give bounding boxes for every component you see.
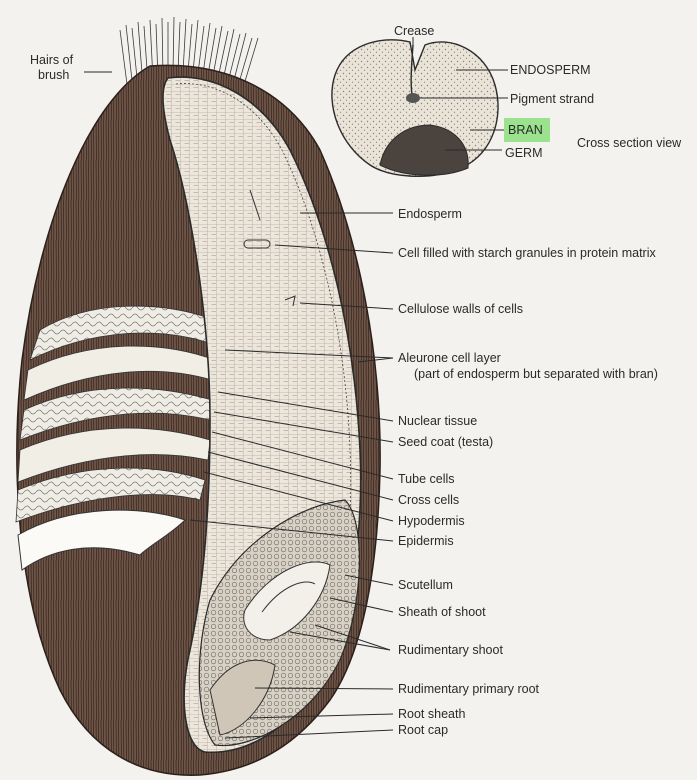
label-cross-cells: Cross cells — [398, 493, 459, 507]
label-hairs-of-brush-1: Hairs of — [30, 53, 73, 67]
label-pigment-strand: Pigment strand — [510, 92, 594, 106]
label-endosperm: Endosperm — [398, 207, 462, 221]
label-crease: Crease — [394, 24, 434, 38]
label-rudimentary-shoot: Rudimentary shoot — [398, 643, 503, 657]
label-bran: BRAN — [508, 123, 543, 137]
label-cellulose-walls: Cellulose walls of cells — [398, 302, 523, 316]
label-epidermis: Epidermis — [398, 534, 454, 548]
label-root-cap: Root cap — [398, 723, 448, 737]
label-hairs-of-brush-2: brush — [38, 68, 69, 82]
label-rudimentary-primary-root: Rudimentary primary root — [398, 682, 539, 696]
label-seed-coat: Seed coat (testa) — [398, 435, 493, 449]
label-cell-filled: Cell filled with starch granules in prot… — [398, 246, 656, 260]
label-aleurone-1: Aleurone cell layer — [398, 351, 501, 365]
label-tube-cells: Tube cells — [398, 472, 455, 486]
label-root-sheath: Root sheath — [398, 707, 465, 721]
label-nuclear-tissue: Nuclear tissue — [398, 414, 477, 428]
label-germ: GERM — [505, 146, 543, 160]
label-hypodermis: Hypodermis — [398, 514, 465, 528]
label-aleurone-2: (part of endosperm but separated with br… — [414, 367, 658, 381]
label-scutellum: Scutellum — [398, 578, 453, 592]
label-sheath-of-shoot: Sheath of shoot — [398, 605, 486, 619]
cross-section-inset — [332, 40, 498, 176]
label-endosperm-caps: ENDOSPERM — [510, 63, 591, 77]
label-cross-section-view: Cross section view — [577, 136, 681, 150]
